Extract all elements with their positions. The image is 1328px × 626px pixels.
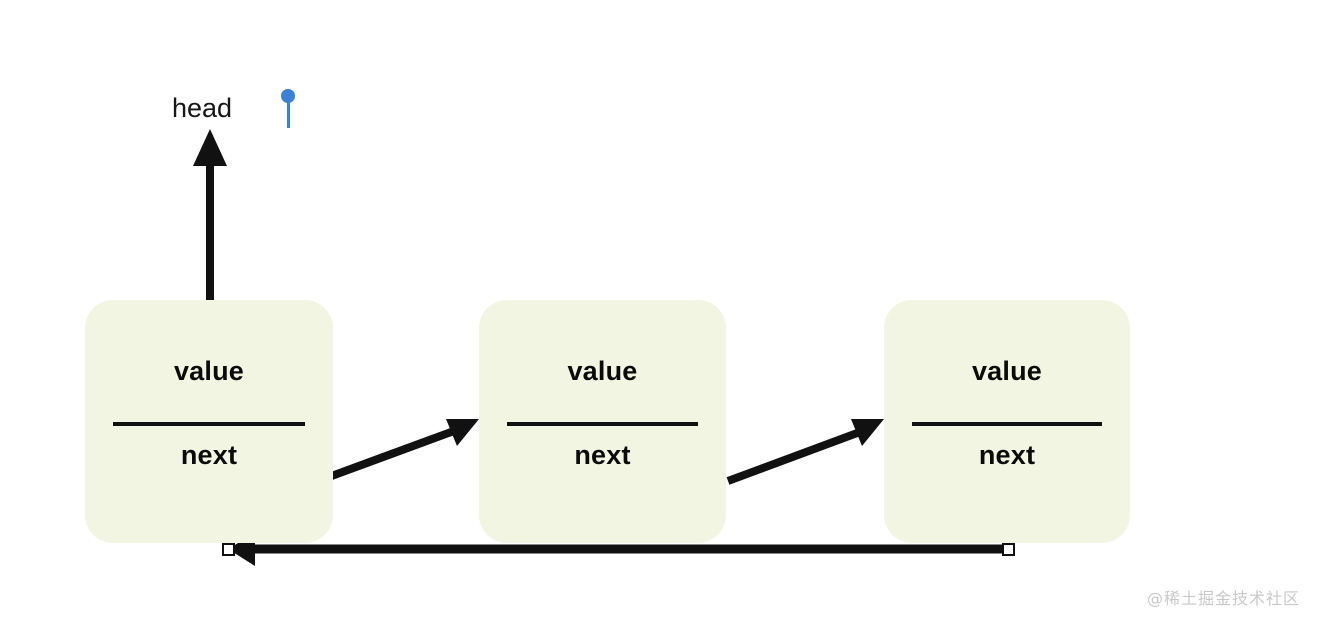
node-next-label: next bbox=[978, 440, 1036, 470]
node-divider bbox=[113, 422, 305, 426]
next-arrow-node2-to-node3[interactable] bbox=[726, 419, 884, 485]
node-divider bbox=[912, 422, 1102, 426]
list-node[interactable]: value next bbox=[884, 300, 1130, 543]
list-node[interactable]: value next bbox=[85, 300, 333, 543]
edge-handle-end[interactable] bbox=[1002, 543, 1015, 556]
node-value-label: value bbox=[173, 356, 245, 386]
head-pointer-label: head bbox=[172, 93, 233, 123]
head-pointer-arrow[interactable] bbox=[193, 129, 227, 300]
node-divider bbox=[507, 422, 698, 426]
node-next-label: next bbox=[574, 440, 631, 470]
node-next-label: next bbox=[180, 440, 238, 470]
node-value-label: value bbox=[971, 356, 1043, 386]
pin-stem bbox=[286, 98, 290, 128]
node-value-label: value bbox=[567, 356, 638, 386]
next-arrow-node1-to-node2[interactable] bbox=[316, 419, 479, 485]
list-node[interactable]: value next bbox=[479, 300, 726, 543]
watermark: @稀土掘金技术社区 bbox=[1147, 589, 1301, 608]
edge-handle-start[interactable] bbox=[222, 543, 235, 556]
pin-marker-icon bbox=[281, 89, 295, 129]
pin-dot bbox=[281, 89, 295, 103]
